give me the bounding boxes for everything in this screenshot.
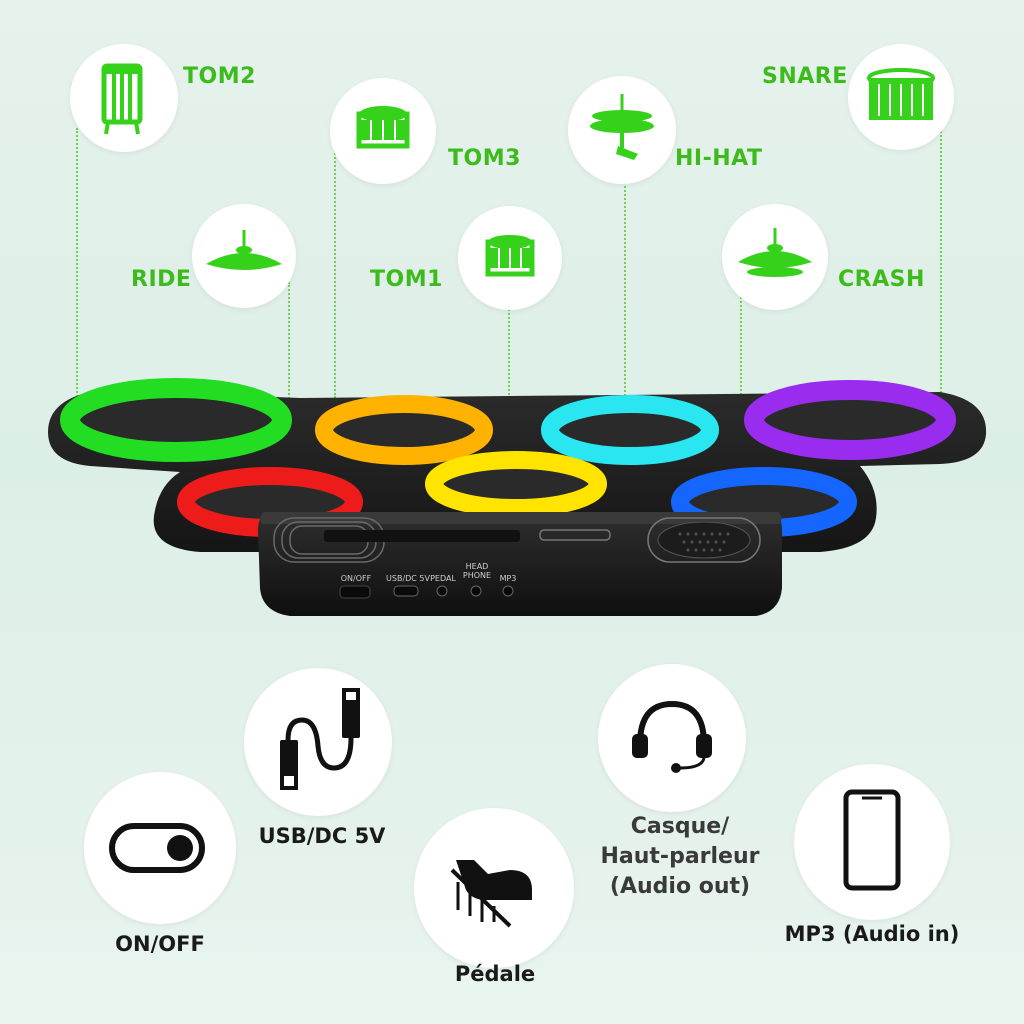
toggle-switch-icon	[109, 823, 205, 873]
usb-feature-circle	[244, 668, 392, 816]
label-snare: SNARE	[762, 64, 848, 89]
floor-tom-icon	[101, 63, 143, 135]
pad-tom1	[425, 451, 607, 517]
hihat-icon	[590, 94, 654, 160]
mp3-feature-circle	[794, 764, 950, 920]
guide-line-tom3	[334, 150, 336, 398]
headphone-jack	[470, 585, 482, 597]
label-usb-feature: USB/DC 5V	[258, 824, 386, 848]
label-hihat: HI-HAT	[675, 146, 763, 171]
guide-line-tom2	[76, 128, 78, 400]
snare-drum-icon	[867, 68, 935, 120]
pad-tom2	[60, 378, 292, 462]
pad-hihat	[541, 395, 719, 465]
label-onoff-feature: ON/OFF	[115, 932, 205, 956]
label-headset-line2: Haut-parleur	[600, 844, 760, 869]
label-tom3: TOM3	[448, 146, 521, 171]
guide-line-crash	[740, 282, 742, 470]
tom1-icon-circle	[458, 206, 562, 310]
snare-icon-circle	[848, 44, 954, 150]
guide-line-snare	[940, 128, 942, 400]
foot-pedal-icon	[450, 860, 532, 928]
guide-line-ride	[288, 282, 290, 478]
label-tom2: TOM2	[183, 64, 256, 89]
pedal-jack	[436, 585, 448, 597]
label-headset-line3: (Audio out)	[609, 874, 751, 899]
port-label-pedal: PEDAL	[430, 574, 456, 583]
headset-feature-circle	[598, 664, 746, 812]
port-label-headphone: HEAD PHONE	[462, 562, 492, 580]
label-pedal-feature: Pédale	[454, 962, 536, 986]
pad-tom3	[315, 395, 493, 465]
onoff-feature-circle	[84, 772, 236, 924]
guide-line-tom1	[508, 302, 510, 458]
power-switch	[339, 585, 371, 599]
hihat-icon-circle	[568, 76, 676, 184]
pad-snare	[744, 380, 956, 460]
pedal-feature-circle	[414, 808, 574, 968]
crash-cymbal-icon	[738, 228, 812, 277]
label-tom1: TOM1	[370, 267, 443, 292]
tom-drum-icon	[356, 106, 410, 149]
mp3-jack	[502, 585, 514, 597]
ride-icon-circle	[192, 204, 296, 308]
guide-line-hihat	[624, 178, 626, 400]
drum-pad-mat	[48, 378, 987, 616]
label-ride: RIDE	[131, 267, 192, 292]
usb-port	[393, 585, 419, 597]
label-mp3-feature: MP3 (Audio in)	[784, 922, 960, 946]
usb-cable-icon	[280, 688, 360, 790]
tom2-icon-circle	[70, 44, 178, 152]
headset-icon	[632, 700, 712, 773]
smartphone-icon	[843, 789, 901, 891]
port-label-onoff: ON/OFF	[340, 574, 372, 583]
crash-icon-circle	[722, 204, 828, 310]
ride-cymbal-icon	[206, 230, 282, 270]
port-label-usb: USB/DC 5V	[386, 574, 430, 583]
tom-drum-icon-2	[485, 235, 535, 277]
label-headset-line1: Casque/	[630, 814, 730, 839]
tom3-icon-circle	[330, 78, 436, 184]
port-label-mp3: MP3	[499, 574, 517, 583]
label-crash: CRASH	[838, 267, 925, 292]
